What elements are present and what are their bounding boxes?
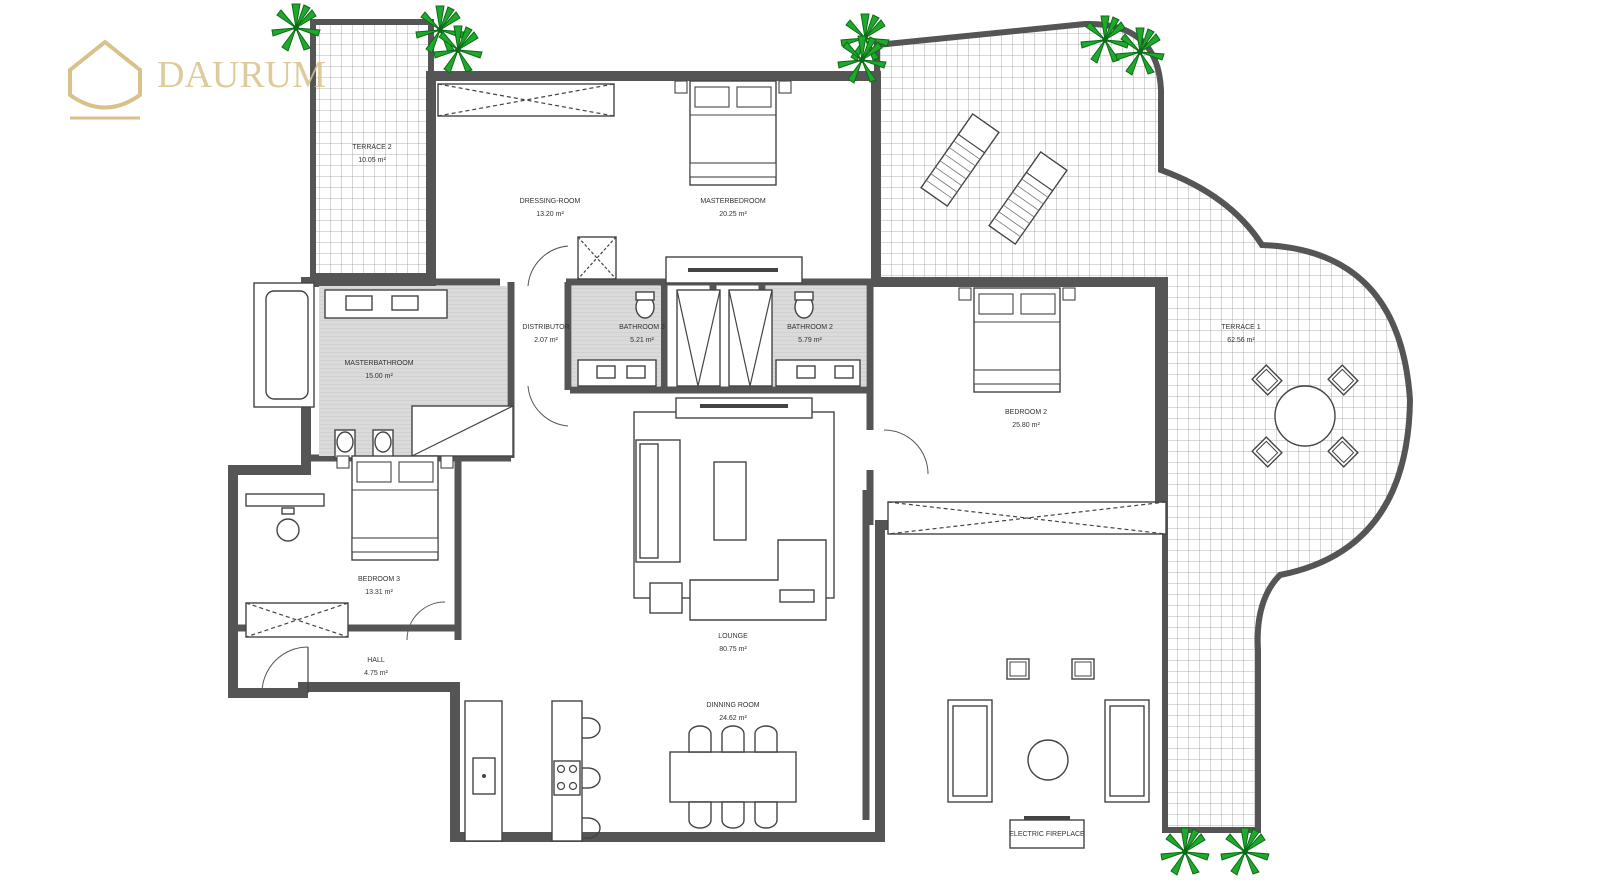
label-bedroom3-area: 13.31 m² — [365, 589, 393, 596]
label-fireplace: ELECTRIC FIREPLACE — [1009, 831, 1085, 838]
label-masterbath-name: MASTERBATHROOM — [344, 360, 413, 367]
bedroom-2-wardrobe — [887, 501, 1167, 535]
label-dining-area: 24.62 m² — [719, 715, 747, 722]
label-dressing-name: DRESSING-ROOM — [520, 198, 581, 205]
bedroom-3-bed — [336, 455, 454, 561]
electric-fireplace — [1009, 816, 1085, 849]
label-distributor-name: DISTRIBUTOR — [522, 324, 569, 331]
label-lounge-area: 80.75 m² — [719, 646, 747, 653]
bathtub — [253, 282, 315, 408]
label-lounge-name: LOUNGE — [718, 633, 748, 640]
label-dressing-area: 13.20 m² — [536, 211, 564, 218]
label-terrace1-name: TERRACE 1 — [1221, 324, 1260, 331]
bathroom-3-fixtures — [577, 289, 721, 387]
label-bath2-area: 5.79 m² — [798, 337, 822, 344]
brand-logo-text: DAURUM — [157, 54, 326, 96]
label-bedroom2-area: 25.80 m² — [1012, 422, 1040, 429]
master-tv-unit — [665, 256, 803, 284]
label-master-name: MASTERBEDROOM — [700, 198, 766, 205]
lounge-furniture — [633, 397, 835, 621]
terrace-dining-set — [1251, 364, 1359, 468]
label-bedroom2-name: BEDROOM 2 — [1005, 409, 1047, 416]
master-shower — [411, 405, 514, 457]
label-dining-name: DINNING ROOM — [706, 702, 759, 709]
label-terrace1-area: 62.56 m² — [1227, 337, 1255, 344]
label-hall-name: HALL — [367, 657, 385, 664]
masterbath-toilets — [334, 429, 394, 459]
door-swings — [261, 245, 929, 694]
masterbath-sinks — [324, 289, 448, 319]
bedroom-3-desk — [245, 493, 325, 542]
house-logo-icon — [68, 39, 142, 110]
label-bath3-area: 5.21 m² — [630, 337, 654, 344]
dressing-wardrobe — [437, 83, 615, 117]
small-shower — [577, 236, 617, 280]
bathroom-2-fixtures — [728, 289, 861, 387]
brand-logo: DAURUM — [68, 39, 326, 120]
bedroom-3-wardrobe — [245, 602, 349, 638]
label-bath2-name: BATHROOM 2 — [787, 324, 833, 331]
label-distributor-area: 2.07 m² — [534, 337, 558, 344]
label-masterbath-area: 15.00 m² — [365, 373, 393, 380]
label-master-area: 20.25 m² — [719, 211, 747, 218]
bedroom-2-bed — [958, 287, 1076, 393]
kitchen — [464, 700, 601, 842]
living-area — [947, 658, 1150, 803]
label-hall-area: 4.75 m² — [364, 670, 388, 677]
master-bed — [674, 80, 792, 186]
label-terrace2-area: 10.05 m² — [358, 157, 386, 164]
dining-table — [669, 725, 797, 829]
label-bath3-name: BATHROOM 3 — [619, 324, 665, 331]
terrace-2-floor — [310, 19, 434, 279]
room-labels: TERRACE 2 10.05 m² DRESSING-ROOM 13.20 m… — [344, 144, 1260, 838]
label-terrace2-name: TERRACE 2 — [352, 144, 391, 151]
label-bedroom3-name: BEDROOM 3 — [358, 576, 400, 583]
